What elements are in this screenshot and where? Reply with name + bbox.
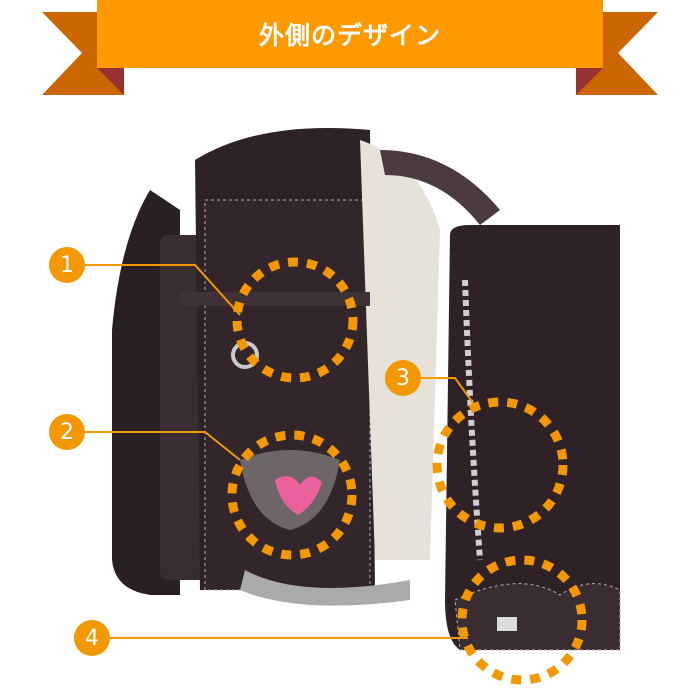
bag-front (445, 225, 620, 650)
bag-side-panel (204, 199, 371, 591)
callout-circle-1 (232, 257, 358, 383)
back-pad (360, 140, 440, 560)
callout-marker-2: 2 (49, 414, 85, 450)
ribbon-right-fold (576, 68, 603, 95)
callout-marker-1: 1 (49, 247, 85, 283)
bottom-bar (240, 570, 410, 606)
banner-title: 外側のデザイン (258, 21, 441, 50)
leader-line-3 (421, 377, 479, 411)
section-banner: 外側のデザイン (97, 0, 603, 68)
side-strap (180, 292, 370, 306)
leader-line-1 (85, 264, 241, 316)
front-lock-panel (454, 583, 621, 651)
front-lock (497, 617, 517, 631)
callout-marker-4: 4 (74, 620, 110, 656)
callout-circle-2 (227, 430, 357, 560)
shoulder-strap (380, 150, 500, 225)
callout-circle-3 (432, 397, 568, 533)
leader-line-2 (85, 431, 241, 461)
callout-marker-3: 3 (385, 360, 421, 396)
callout-circle-4 (457, 555, 587, 685)
heart-embroidery (275, 476, 322, 515)
ribbon-left-fold (97, 68, 124, 95)
